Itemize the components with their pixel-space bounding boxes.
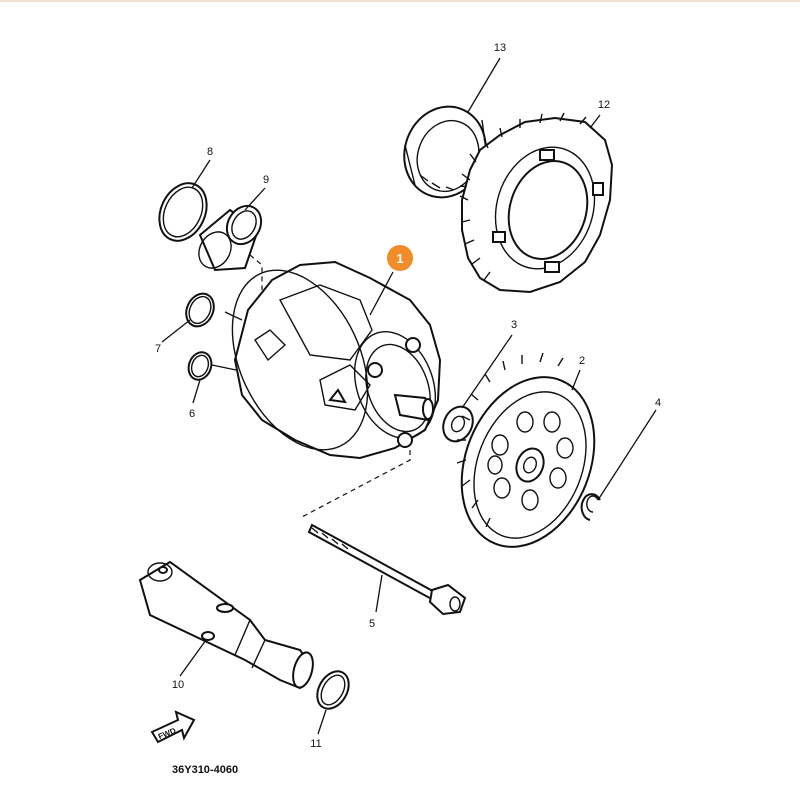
- highlight-badge[interactable]: 1: [387, 245, 413, 271]
- clutch-sprag-3: [544, 261, 560, 273]
- highlight-badge-label: 1: [396, 251, 403, 266]
- leader-1: [369, 271, 394, 316]
- callout-6: 6: [189, 408, 195, 420]
- callout-10: 10: [172, 679, 184, 691]
- callout-12: 12: [598, 99, 610, 111]
- callout-4: 4: [655, 397, 661, 409]
- collar-bushing[interactable]: [193, 200, 268, 274]
- document-number: 36Y310-4060: [172, 764, 238, 776]
- washer[interactable]: [438, 402, 479, 446]
- starter-clutch-gear[interactable]: [459, 112, 614, 294]
- callout-8: 8: [207, 146, 213, 158]
- clutch-sprag-1: [539, 149, 555, 161]
- bolt[interactable]: [307, 523, 467, 616]
- callout-3: 3: [511, 319, 517, 331]
- assembly-line-bushing: [249, 254, 263, 290]
- callout-5: 5: [369, 618, 375, 630]
- callout-9: 9: [263, 174, 269, 186]
- o-ring-small-2[interactable]: [185, 349, 215, 383]
- callout-2: 2: [579, 355, 585, 367]
- callout-13: 13: [494, 42, 506, 54]
- circlip[interactable]: [580, 493, 601, 521]
- assembly-line-bolt: [299, 450, 411, 519]
- clutch-sprag-4: [592, 182, 604, 196]
- leader-lines: [161, 57, 657, 735]
- clutch-sprag-2: [492, 231, 506, 243]
- pump-drive-gear[interactable]: [438, 352, 619, 567]
- fwd-arrow-icon: FWD: [150, 710, 196, 744]
- pump-shaft[interactable]: [138, 560, 316, 690]
- callout-labels: 13 12 8 9 7 6 3 2 4 5 10 11: [155, 42, 661, 750]
- oil-pump-assembly[interactable]: [205, 249, 449, 472]
- callout-11: 11: [310, 738, 321, 750]
- o-ring-shaft[interactable]: [311, 666, 355, 715]
- o-ring-small[interactable]: [181, 289, 219, 331]
- callout-7: 7: [155, 343, 161, 355]
